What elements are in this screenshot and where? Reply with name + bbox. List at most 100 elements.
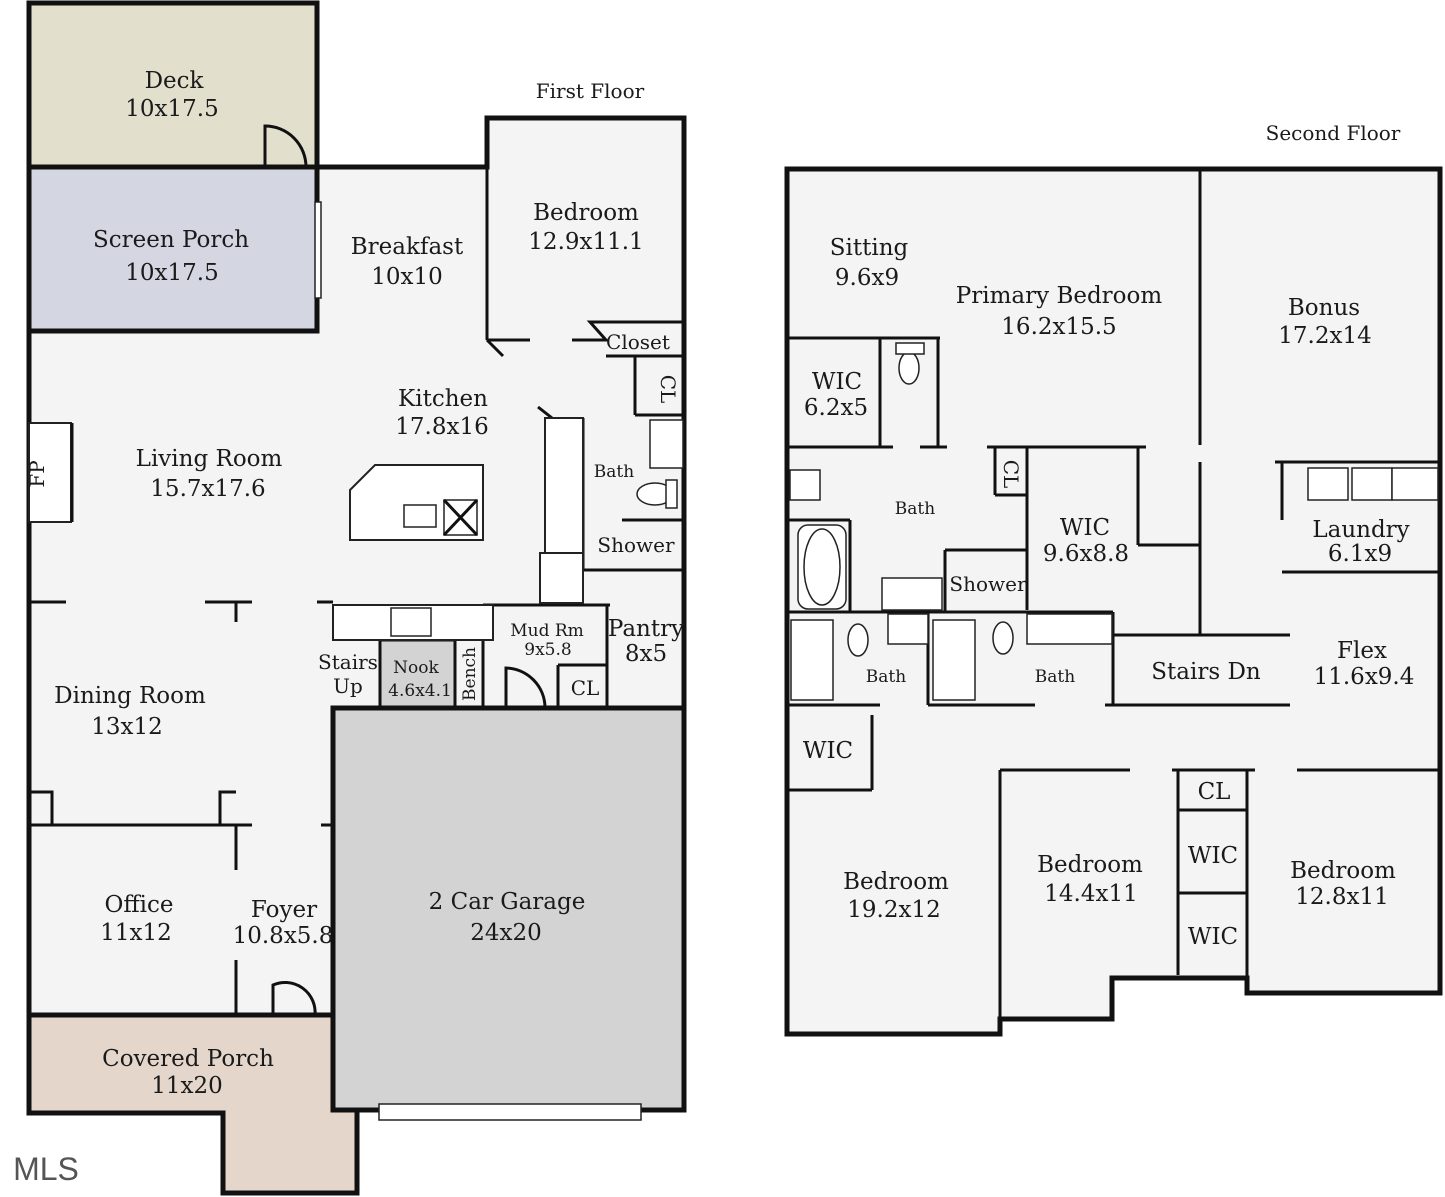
stairs-up-line1: Stairs: [318, 650, 378, 674]
kitchen-dims: 17.8x16: [395, 414, 488, 440]
kitchen-name: Kitchen: [398, 386, 488, 412]
garage-door: [378, 1103, 642, 1121]
screen-porch-name: Screen Porch: [93, 227, 249, 253]
mud-room-name: Mud Rm: [510, 621, 584, 641]
cooktop: [390, 607, 432, 637]
wic-primary-name: WIC: [812, 369, 862, 395]
living-room-name: Living Room: [136, 446, 283, 472]
first-floor: [26, 0, 687, 1196]
laundry-dryer: [1351, 467, 1393, 501]
sitting-name: Sitting: [830, 235, 909, 261]
primary-tub-basin: [803, 528, 841, 606]
island-sink: [403, 504, 437, 528]
wic-center-top-name: WIC: [1188, 843, 1238, 869]
garage-name: 2 Car Garage: [429, 889, 586, 915]
pantry-name: Pantry: [608, 616, 684, 642]
cl-lower-name: CL: [571, 676, 600, 700]
bedroom-name: Bedroom: [533, 200, 639, 226]
nook-dims: 4.6x4.1: [388, 681, 452, 701]
screen-door: [314, 201, 322, 299]
fireplace-label: FP: [25, 460, 49, 487]
bedroom-3-dims: 12.8x11: [1295, 884, 1388, 910]
bath-left-name: Bath: [866, 667, 906, 687]
primary-bedroom-name: Primary Bedroom: [956, 283, 1163, 309]
deck-dims: 10x17.5: [125, 96, 218, 122]
bench-name: Bench: [460, 647, 480, 701]
bonus-dims: 17.2x14: [1278, 323, 1371, 349]
stairs-up-line2: Up: [333, 674, 363, 698]
screen-porch-area: [29, 167, 317, 331]
covered-porch-name: Covered Porch: [102, 1046, 274, 1072]
dining-room-name: Dining Room: [54, 683, 206, 709]
flex-name: Flex: [1337, 638, 1387, 664]
first-floor-title: First Floor: [536, 79, 645, 103]
shower-name: Shower: [597, 533, 675, 557]
screen-porch-dims: 10x17.5: [125, 260, 218, 286]
deck-area: [29, 3, 317, 167]
second-floor: [784, 166, 1443, 1037]
deck-name: Deck: [145, 68, 205, 94]
wic-primary-dims: 6.2x5: [804, 395, 868, 421]
primary-toilet-tank: [895, 342, 925, 355]
wic-large-dims: 9.6x8.8: [1043, 541, 1129, 567]
right-bath-toilet: [992, 621, 1014, 655]
bedroom-dims: 12.9x11.1: [528, 229, 643, 255]
right-bath-tub: [932, 619, 976, 701]
living-room-dims: 15.7x17.6: [150, 476, 265, 502]
cl-center-name: CL: [1198, 779, 1231, 805]
covered-porch-area: [29, 1015, 357, 1193]
nook-name: Nook: [393, 658, 439, 678]
flex-dims: 11.6x9.4: [1314, 664, 1415, 690]
bedroom-3-name: Bedroom: [1290, 858, 1396, 884]
kitchen-tall-counter: [544, 417, 584, 554]
closet-name: Closet: [606, 330, 670, 354]
mud-room-dims: 9x5.8: [524, 640, 571, 660]
left-bath-sink: [887, 613, 929, 645]
laundry-washer: [1307, 467, 1349, 501]
bath-name: Bath: [594, 462, 634, 482]
primary-vanity: [789, 469, 821, 501]
laundry-name: Laundry: [1312, 517, 1409, 543]
bedroom-1-name: Bedroom: [843, 869, 949, 895]
shower-name-2: Shower: [949, 572, 1027, 596]
first-floor-interior: [29, 118, 684, 1015]
cl-upper-name: CL: [656, 375, 680, 404]
breakfast-name: Breakfast: [351, 234, 464, 260]
pantry-dims: 8x5: [625, 641, 667, 667]
primary-bedroom-dims: 16.2x15.5: [1001, 314, 1116, 340]
left-bath-tub: [790, 619, 834, 701]
left-bath-toilet: [847, 623, 869, 657]
fireplace-box: [28, 422, 72, 523]
covered-porch-dims: 11x20: [151, 1073, 223, 1099]
bath-right-name: Bath: [1035, 667, 1075, 687]
laundry-counter: [1391, 467, 1439, 501]
breakfast-dims: 10x10: [371, 264, 443, 290]
sitting-dims: 9.6x9: [835, 265, 899, 291]
nook-area: [380, 640, 455, 708]
bedroom-2-name: Bedroom: [1037, 852, 1143, 878]
wic-center-bottom-name: WIC: [1188, 924, 1238, 950]
foyer-name: Foyer: [251, 897, 317, 923]
second-floor-title: Second Floor: [1266, 121, 1401, 145]
bath-primary-name: Bath: [895, 499, 935, 519]
bedroom-2-dims: 14.4x11: [1044, 881, 1137, 907]
right-bath-vanity: [1026, 613, 1113, 645]
garage-dims: 24x20: [470, 920, 542, 946]
primary-toilet: [898, 351, 920, 385]
stairs-dn-name: Stairs Dn: [1151, 659, 1261, 685]
bonus-name: Bonus: [1288, 295, 1360, 321]
cl-name: CL: [999, 460, 1023, 489]
foyer-dims: 10.8x5.8: [233, 923, 334, 949]
garage-area: [333, 708, 684, 1110]
bath-toilet-tank: [665, 479, 678, 509]
wic-left-name: WIC: [803, 738, 853, 764]
oven: [539, 552, 584, 604]
dining-room-dims: 13x12: [91, 714, 163, 740]
laundry-dims: 6.1x9: [1328, 541, 1392, 567]
wic-large-name: WIC: [1060, 515, 1110, 541]
mls-watermark: MLS: [13, 1151, 79, 1187]
primary-sink: [881, 577, 943, 611]
office-dims: 11x12: [100, 920, 172, 946]
bath-sink: [649, 419, 684, 469]
